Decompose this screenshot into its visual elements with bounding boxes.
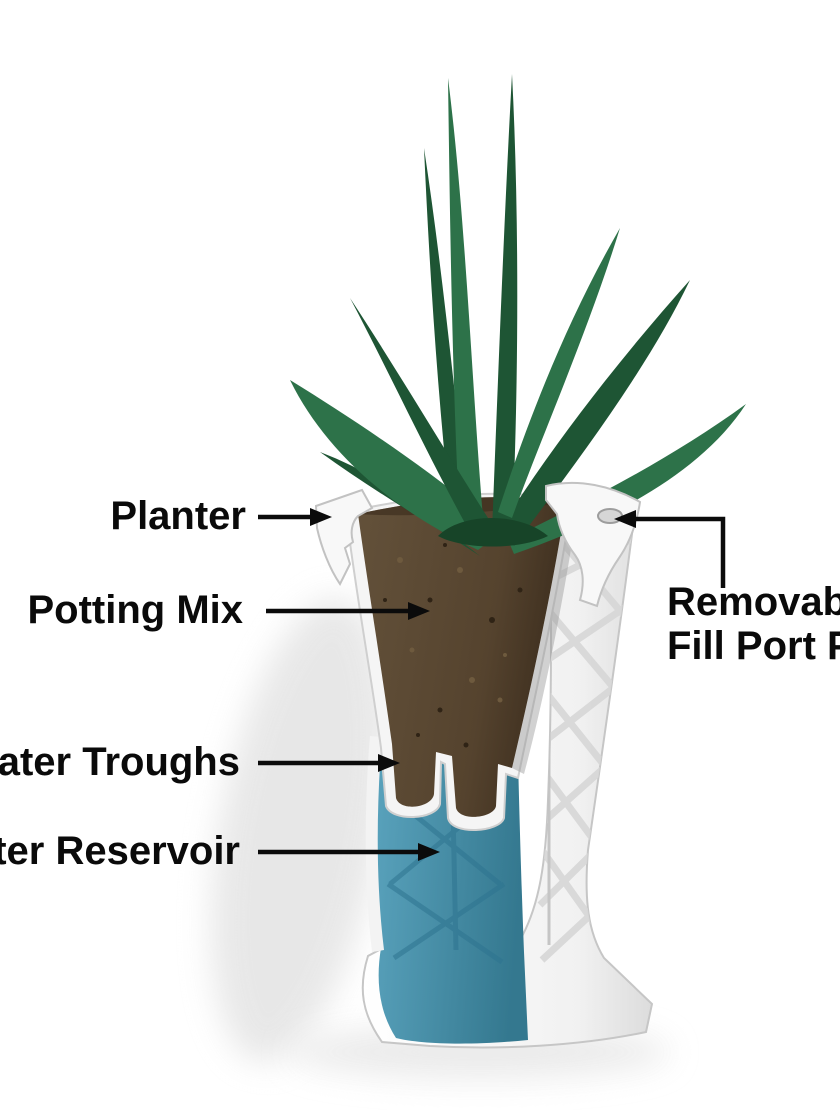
plant-base	[438, 518, 548, 547]
planter-arrow	[258, 508, 332, 526]
leaf-left-big	[290, 380, 502, 550]
potting-mix-arrow	[266, 602, 430, 620]
label-fill-port: Removable Fill Port Plug	[667, 580, 840, 668]
leaf-left-up	[350, 298, 488, 525]
annotation-arrows	[258, 508, 726, 861]
interior-shadow	[512, 502, 578, 774]
label-water-troughs: Water Troughs	[0, 740, 240, 784]
planter-rim	[314, 481, 642, 608]
leaf-tall-right	[492, 74, 518, 532]
label-water-reservoir: Water Reservoir	[0, 829, 240, 873]
leaf-right-up	[504, 280, 690, 546]
leaf-right-mid	[498, 228, 620, 518]
rim-left	[314, 488, 374, 586]
soil-speckles	[383, 543, 523, 748]
leaf-tall-left	[448, 78, 484, 530]
label-planter: Planter	[110, 494, 246, 538]
cut-wall-left-lower	[365, 736, 384, 952]
fill-port-plug	[597, 508, 623, 524]
water-troughs-arrow	[258, 754, 400, 772]
label-potting-mix: Potting Mix	[27, 588, 243, 632]
label-fill-port-line1: Removable	[667, 580, 840, 624]
fill-port-connector	[614, 510, 726, 588]
potting-mix-soil	[358, 497, 566, 817]
water-reservoir-arrow	[258, 843, 440, 861]
label-fill-port-line2: Fill Port Plug	[667, 624, 840, 668]
plant	[290, 74, 746, 556]
